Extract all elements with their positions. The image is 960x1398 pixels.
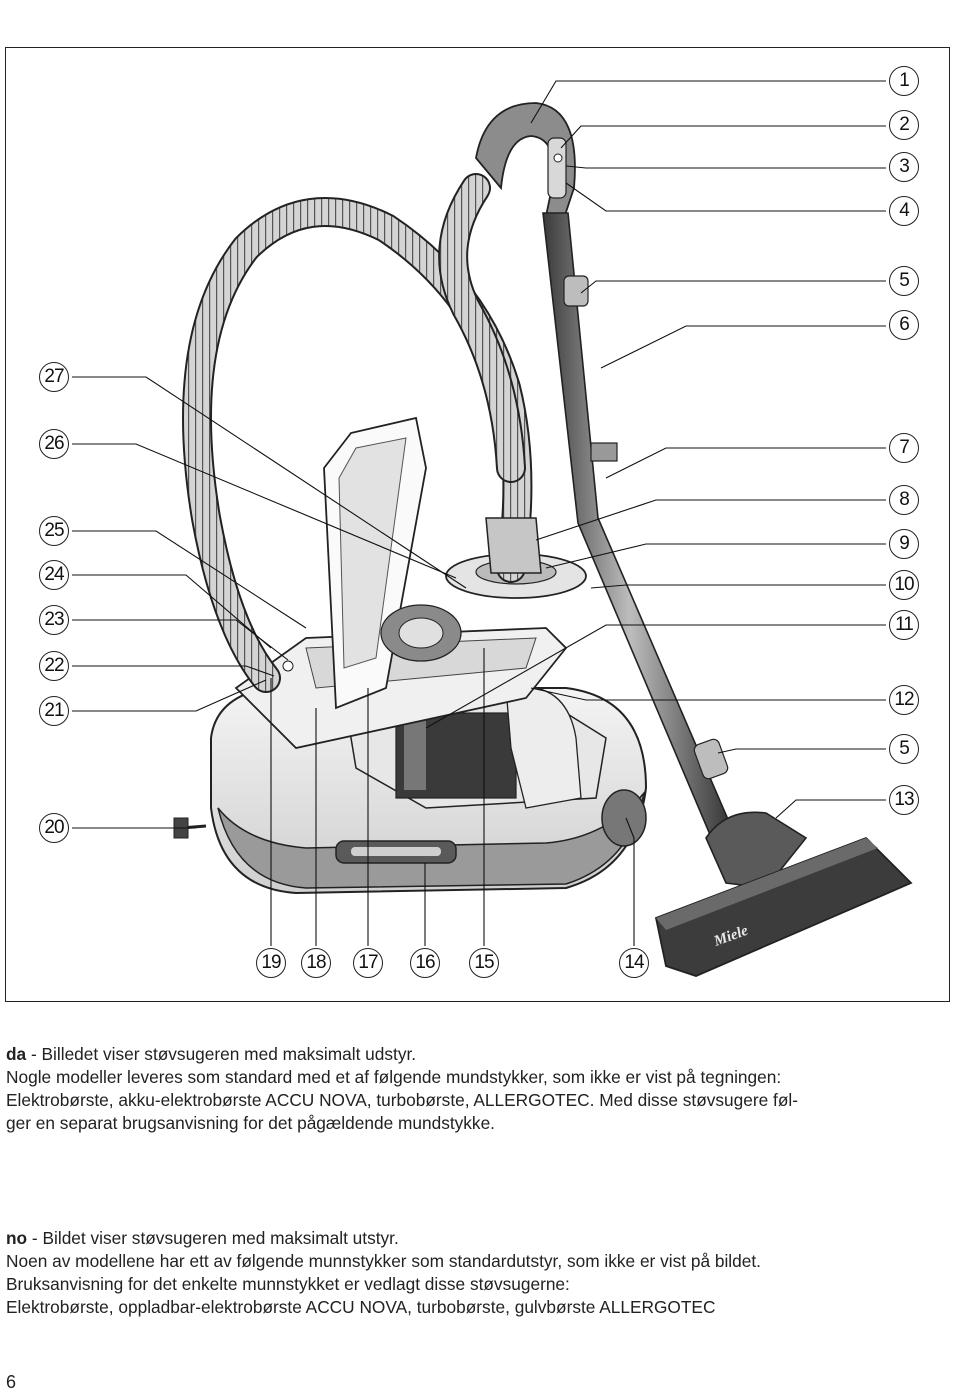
callout-5-upper: 5 xyxy=(889,266,919,296)
callout-23: 23 xyxy=(39,605,69,635)
callout-11: 11 xyxy=(889,610,919,640)
callout-15: 15 xyxy=(469,948,499,978)
danish-line-4: ger en separat brugsanvisning for det på… xyxy=(6,1113,495,1133)
callout-24: 24 xyxy=(39,560,69,590)
callout-12: 12 xyxy=(889,685,919,715)
language-code-no: no xyxy=(6,1228,28,1248)
callout-25: 25 xyxy=(39,516,69,546)
callout-2: 2 xyxy=(889,110,919,140)
callout-5-lower: 5 xyxy=(889,734,919,764)
language-code-da: da xyxy=(6,1044,27,1064)
callout-14: 14 xyxy=(619,948,649,978)
danish-intro: da - Billedet viser støvsugeren med maks… xyxy=(6,1043,798,1066)
callout-leader-lines xyxy=(72,80,886,946)
callout-26: 26 xyxy=(39,429,69,459)
norwegian-line-4: Elektrobørste, oppladbar-elektrobørste A… xyxy=(6,1297,716,1317)
callout-3: 3 xyxy=(889,152,919,182)
callout-1: 1 xyxy=(889,66,919,96)
danish-line-3: Elektrobørste, akku-elektrobørste ACCU N… xyxy=(6,1090,798,1110)
suction-hose xyxy=(182,173,542,693)
callout-27: 27 xyxy=(39,362,69,392)
norwegian-line-3: Bruksanvisning for det enkelte munnstykk… xyxy=(6,1274,570,1294)
vacuum-cleaner-drawing: Miele xyxy=(72,80,913,977)
callout-13: 13 xyxy=(889,785,919,815)
norwegian-intro-text: - Bildet viser støvsugeren med maksimalt… xyxy=(27,1228,399,1248)
callout-18: 18 xyxy=(301,948,331,978)
vacuum-cleaner-figure: Miele xyxy=(5,47,950,1002)
callout-7: 7 xyxy=(889,433,919,463)
norwegian-intro: no - Bildet viser støvsugeren med maksim… xyxy=(6,1227,761,1250)
callout-4: 4 xyxy=(889,196,919,226)
callout-10: 10 xyxy=(889,570,919,600)
callout-9: 9 xyxy=(889,529,919,559)
norwegian-line-2: Noen av modellene har ett av følgende mu… xyxy=(6,1251,761,1271)
callout-21: 21 xyxy=(39,696,69,726)
handle xyxy=(475,102,576,219)
vacuum-body xyxy=(173,416,648,895)
page-number: 6 xyxy=(6,1372,17,1392)
text-danish: da - Billedet viser støvsugeren med maks… xyxy=(6,1043,798,1135)
callout-6: 6 xyxy=(889,310,919,340)
text-norwegian: no - Bildet viser støvsugeren med maksim… xyxy=(6,1227,761,1319)
floor-brush: Miele xyxy=(654,811,913,977)
callout-20: 20 xyxy=(39,813,69,843)
danish-line-2: Nogle modeller leveres som standard med … xyxy=(6,1067,782,1087)
callout-16: 16 xyxy=(410,948,440,978)
callout-22: 22 xyxy=(39,651,69,681)
callout-8: 8 xyxy=(889,485,919,515)
callout-17: 17 xyxy=(353,948,383,978)
danish-intro-text: - Billedet viser støvsugeren med maksima… xyxy=(26,1044,417,1064)
callout-19: 19 xyxy=(256,948,286,978)
